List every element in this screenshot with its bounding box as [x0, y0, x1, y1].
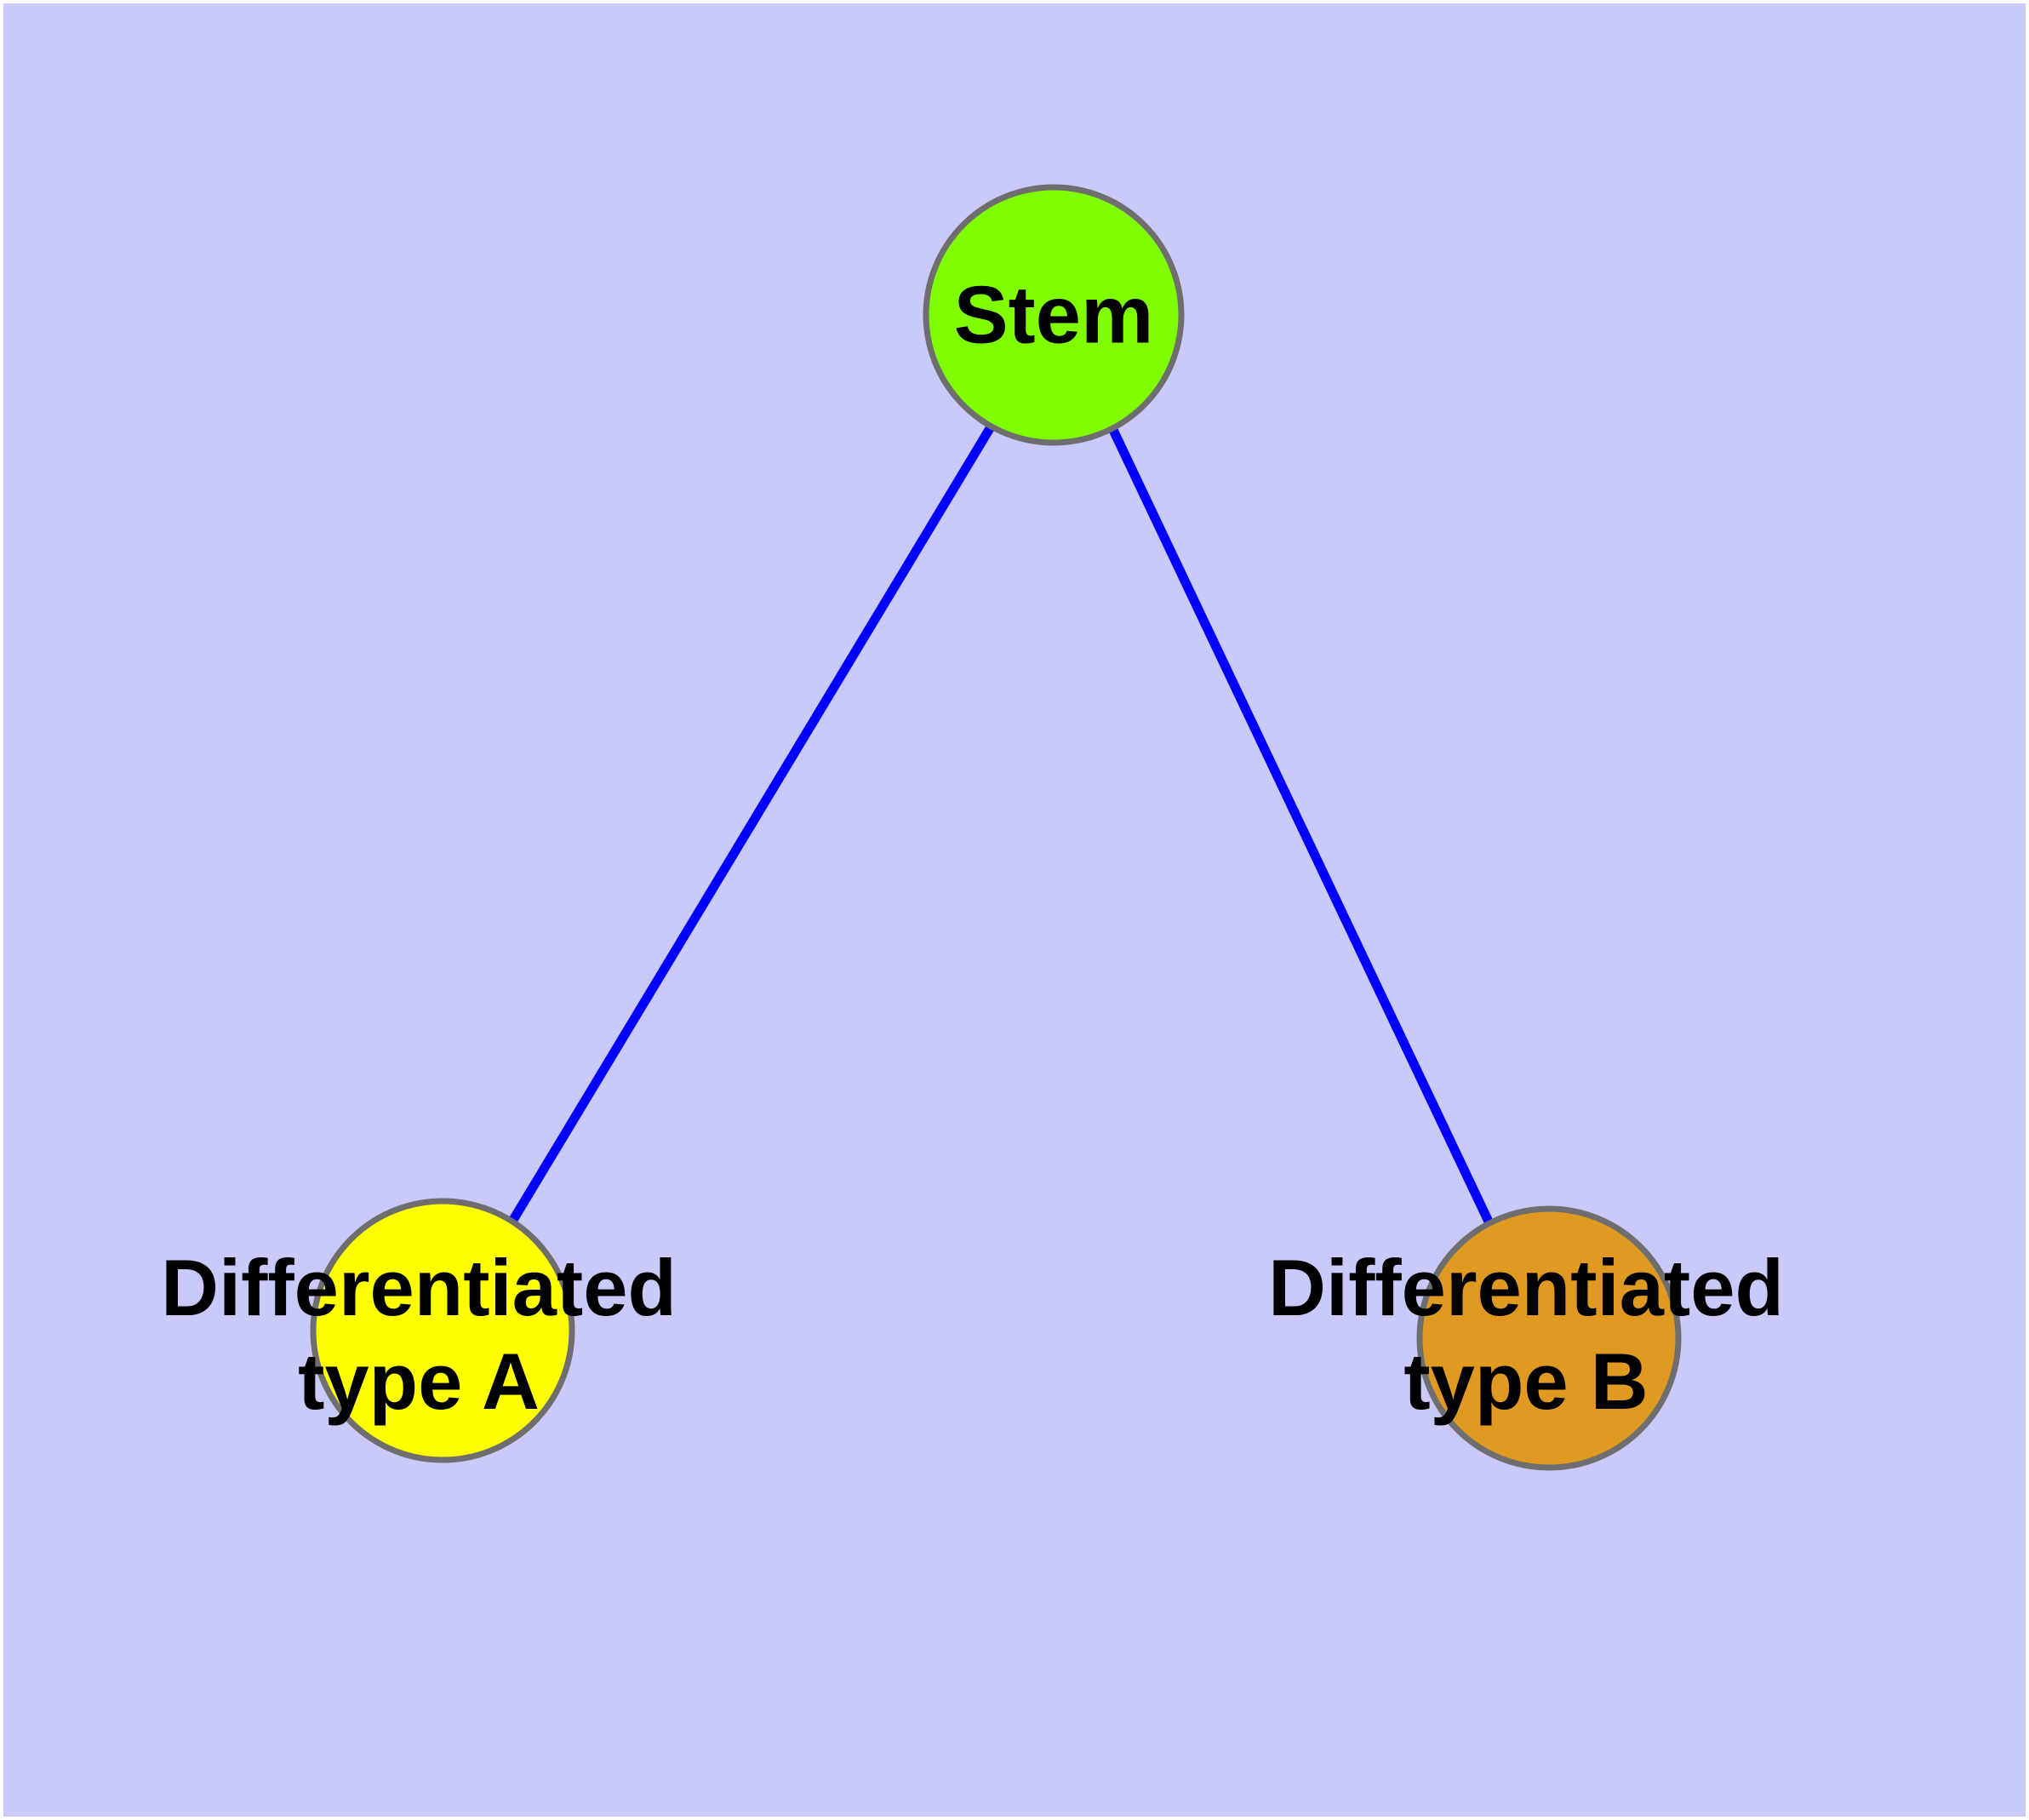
node-differentiated-type-a[interactable]: [310, 1198, 575, 1463]
node-circle-type-a[interactable]: [310, 1198, 575, 1463]
node-differentiated-type-b[interactable]: [1416, 1205, 1682, 1471]
node-label-stem: Stem: [954, 270, 1154, 361]
nodes-group: [310, 184, 1682, 1471]
node-stem[interactable]: [923, 184, 1185, 446]
node-circle-type-b[interactable]: [1416, 1205, 1682, 1471]
node-label-type-b-line1: Differentiated: [1268, 1243, 1784, 1332]
node-label-type-b-line2: type B: [1403, 1336, 1648, 1426]
node-label-type-a-line2: type A: [298, 1336, 540, 1426]
labels-group: Stem Differentiated type A Differentiate…: [161, 270, 1784, 1427]
edge-stem-to-type-a[interactable]: [506, 423, 996, 1227]
node-circle-stem[interactable]: [923, 184, 1185, 446]
edge-stem-to-type-b[interactable]: [1108, 426, 1494, 1226]
node-label-type-a-line1: Differentiated: [161, 1243, 677, 1332]
edges-group: [506, 423, 1494, 1227]
